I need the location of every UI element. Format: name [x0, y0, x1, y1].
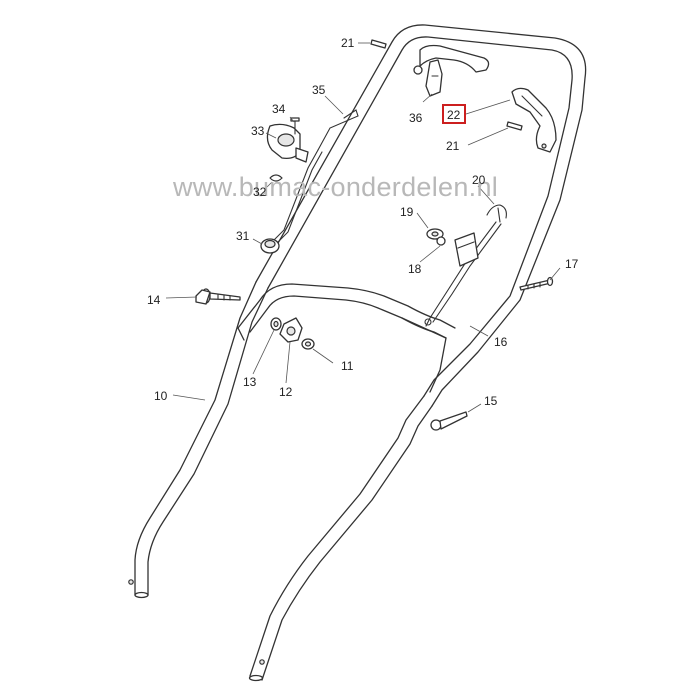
callout-21-top: 21: [341, 36, 355, 50]
control-cable: [424, 204, 507, 327]
bolt-14: [195, 288, 241, 305]
spring-32: [269, 174, 283, 182]
bolt-17: [519, 276, 554, 291]
handle-cross-bar: [237, 283, 456, 393]
cable-clamp: [454, 232, 479, 267]
callout-33: 33: [251, 124, 265, 138]
callout-19: 19: [400, 205, 414, 219]
knob-31: [260, 238, 280, 254]
callout-21-mid: 21: [446, 139, 460, 153]
bolt-15: [430, 411, 468, 431]
brake-lever: [269, 109, 359, 247]
callout-36: 36: [409, 111, 423, 125]
lever-bracket: [266, 123, 309, 163]
callout-18: 18: [408, 262, 422, 276]
callout-11: 11: [341, 359, 354, 373]
callout-22: 22: [447, 108, 461, 122]
pin-21-upper: [370, 39, 387, 49]
bail-lever: [413, 44, 490, 97]
lever-part-22: [511, 87, 557, 153]
nut-11: [301, 338, 315, 350]
callout-32: 32: [253, 185, 267, 199]
callout-12: 12: [279, 385, 293, 399]
callout-22-highlight: [442, 104, 466, 124]
callout-31: 31: [236, 229, 250, 243]
callout-16: 16: [494, 335, 508, 349]
callout-14: 14: [147, 293, 161, 307]
pin-21-lower: [506, 121, 523, 131]
callout-10: 10: [154, 389, 168, 403]
callout-35: 35: [312, 83, 326, 97]
nut: [426, 228, 446, 246]
callout-15: 15: [484, 394, 498, 408]
handle-upper-frame: [255, 24, 587, 407]
callout-17: 17: [565, 257, 579, 271]
callout-34: 34: [272, 102, 286, 116]
leader-lines: [165, 42, 561, 413]
knob-12: [279, 317, 303, 343]
handle-lower-right-tube: [248, 395, 433, 682]
callout-labels: 21 35 34 33 36 22 21 32 20 19 31 18 17 1…: [147, 36, 579, 408]
callout-20: 20: [472, 173, 486, 187]
washer-13: [270, 317, 282, 331]
callout-13: 13: [243, 375, 257, 389]
handle-lower-left-tube: [128, 281, 269, 599]
watermark-text: www.bumac-onderdelen.nl: [172, 172, 498, 202]
